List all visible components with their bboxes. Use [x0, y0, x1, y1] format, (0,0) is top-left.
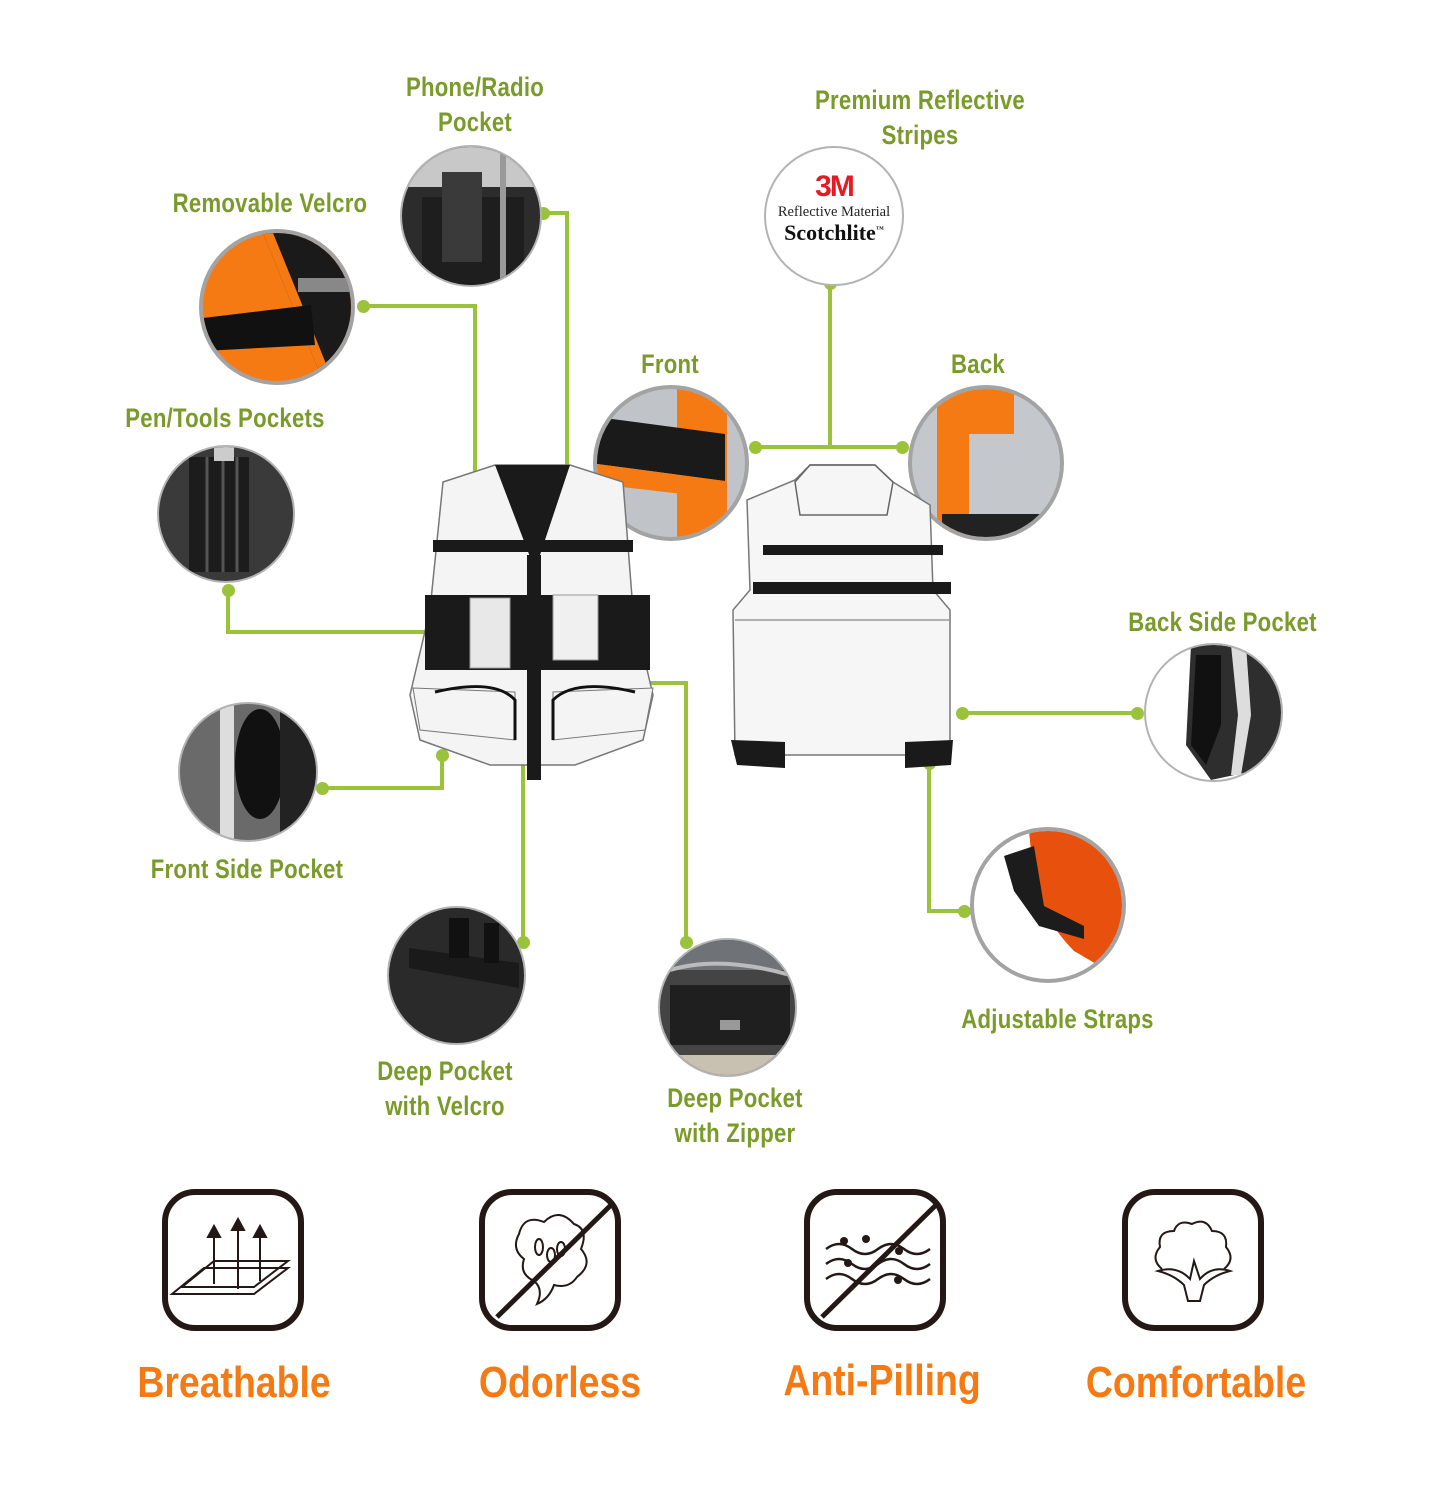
- connector-straps: [927, 763, 964, 913]
- feature-label-anti-pilling: Anti-Pilling: [783, 1356, 981, 1405]
- 3m-scotchlite-badge: 3M Reflective Material Scotchlite™: [764, 146, 904, 286]
- connector-dot: [955, 706, 969, 720]
- deep-pocket-zipper-photo: [658, 938, 797, 1077]
- deep-pocket-velcro-photo: [387, 906, 526, 1045]
- front-reflective-photo: [593, 385, 749, 541]
- label-adjustable-straps: Adjustable Straps: [961, 1004, 1154, 1034]
- back-reflective-photo: [908, 385, 1064, 541]
- label-phone-radio-pocket: Phone/Radio Pocket: [393, 70, 557, 140]
- phone-pocket-illustration: [402, 147, 540, 285]
- connector-dot: [315, 781, 329, 795]
- label-back-side-pocket: Back Side Pocket: [1128, 607, 1317, 637]
- label-line: Deep Pocket: [377, 1056, 513, 1086]
- back-pocket-illustration: [1186, 645, 1281, 780]
- label-line: Stripes: [881, 120, 959, 150]
- vest-back-illustration: [731, 464, 953, 768]
- removable-velcro-photo: [199, 229, 355, 385]
- trademark: ™: [875, 224, 884, 234]
- velcro-illustration: [203, 233, 351, 381]
- connector-dot: [679, 935, 693, 949]
- connector-dot: [356, 299, 370, 313]
- connector-dot: [957, 904, 971, 918]
- zipper-pocket-illustration: [660, 940, 795, 1075]
- label-deep-pocket-velcro: Deep Pocket with Velcro: [363, 1054, 527, 1124]
- cotton-flower-icon: [1122, 1189, 1264, 1331]
- connector-dot: [748, 440, 762, 454]
- label-front: Front: [641, 349, 699, 379]
- velcro-pocket-illustration: [409, 918, 519, 988]
- connector-front-side: [322, 755, 444, 790]
- label-line: with Velcro: [385, 1091, 505, 1121]
- front-pocket-illustration: [220, 704, 316, 840]
- scotchlite-text: Scotchlite: [784, 220, 876, 245]
- front-side-pocket-photo: [178, 702, 318, 842]
- vest-front-illustration: [409, 464, 654, 780]
- label-front-side-pocket: Front Side Pocket: [150, 854, 344, 884]
- connector-dot: [221, 583, 235, 597]
- phone-radio-pocket-photo: [400, 145, 542, 287]
- feature-label-breathable: Breathable: [137, 1358, 331, 1407]
- breathable-layers-icon: [162, 1189, 304, 1331]
- pen-pockets-illustration: [189, 447, 249, 572]
- adjustable-straps-photo: [970, 827, 1126, 983]
- label-pen-tools-pockets: Pen/Tools Pockets: [125, 403, 325, 433]
- connector-pen-tools: [226, 590, 458, 634]
- label-line: Phone/Radio: [405, 72, 545, 102]
- feature-label-odorless: Odorless: [478, 1358, 642, 1407]
- no-odor-icon: [479, 1189, 621, 1331]
- no-pilling-icon: [804, 1189, 946, 1331]
- connector-dot: [516, 935, 530, 949]
- label-back: Back: [951, 349, 1005, 379]
- straps-illustration: [1004, 831, 1122, 979]
- connector-phone-radio: [543, 211, 569, 586]
- label-premium-reflective: Premium Reflective Stripes: [797, 83, 1043, 153]
- feature-label-comfortable: Comfortable: [1085, 1358, 1307, 1407]
- front-stripe-illustration: [597, 389, 727, 537]
- label-line: with Zipper: [674, 1118, 796, 1148]
- connector-removable-velcro: [363, 304, 477, 542]
- 3m-logo: 3M: [815, 170, 855, 203]
- badge-line2: Scotchlite™: [766, 220, 902, 246]
- pen-tools-pockets-photo: [157, 445, 295, 583]
- label-line: Deep Pocket: [667, 1083, 803, 1113]
- label-line: Premium Reflective: [815, 85, 1025, 115]
- connector-dot: [1130, 706, 1144, 720]
- connector-dot: [895, 440, 909, 454]
- badge-line1: Reflective Material: [777, 204, 891, 220]
- label-removable-velcro: Removable Velcro: [172, 188, 368, 218]
- back-stripe-illustration: [937, 389, 1060, 537]
- back-side-pocket-photo: [1144, 643, 1283, 782]
- label-deep-pocket-zipper: Deep Pocket with Zipper: [653, 1081, 817, 1151]
- connector-dot: [435, 748, 449, 762]
- label-line: Pocket: [437, 107, 513, 137]
